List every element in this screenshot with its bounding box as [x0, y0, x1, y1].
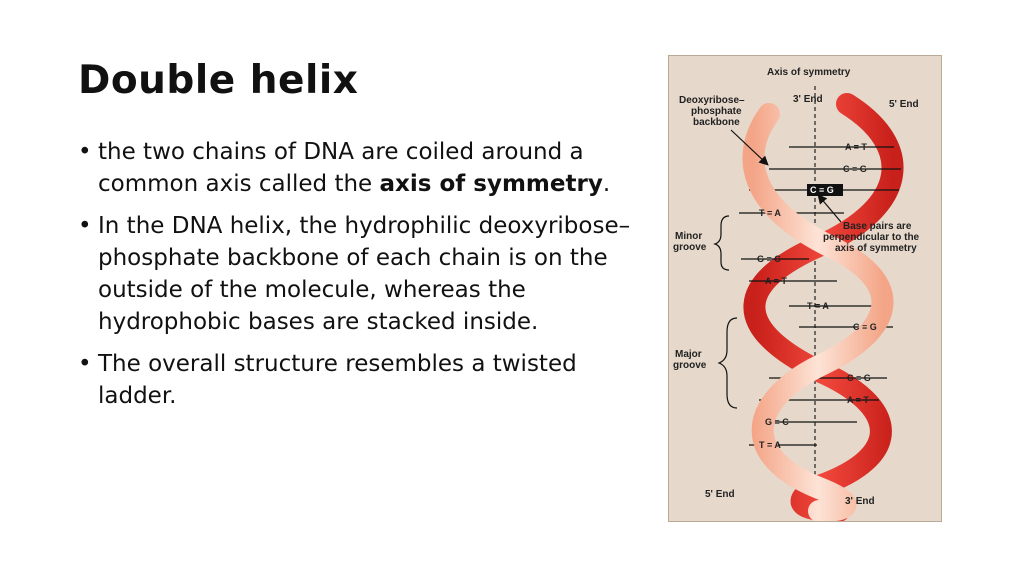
base-pair-label: G ≡ C	[757, 254, 781, 264]
minor-groove-brace	[713, 215, 730, 271]
major-groove-label-line2: groove	[673, 360, 707, 371]
major-groove-label-line1: Major	[675, 349, 702, 360]
base-pair-note-line2: perpendicular to the	[823, 232, 920, 243]
base-pair-label-highlight: C ≡ G	[810, 185, 834, 195]
base-pair-note-arrow	[817, 194, 842, 223]
base-pair-label: T = A	[759, 208, 781, 218]
axis-of-symmetry-label: Axis of symmetry	[767, 67, 851, 78]
minor-groove-label-line1: Minor	[675, 231, 702, 242]
backbone-arrow	[730, 129, 769, 166]
base-pair-label: G ≡ C	[765, 417, 789, 427]
base-pair-label: C ≡ G	[843, 164, 867, 174]
base-pair-label: A = T	[765, 276, 787, 286]
bullet-item: In the DNA helix, the hydrophilic deoxyr…	[78, 210, 638, 338]
bullet-list: the two chains of DNA are coiled around …	[78, 136, 638, 422]
bullet-text-end: .	[602, 171, 611, 197]
top-3-end-label: 3' End	[793, 94, 823, 105]
major-groove-brace	[717, 317, 738, 409]
bullet-text: the two chains of DNA are coiled around …	[98, 139, 584, 197]
base-pair-note-line3: axis of symmetry	[835, 243, 917, 254]
slide-title: Double helix	[78, 58, 359, 103]
base-pair-label: A = T	[845, 142, 867, 152]
base-pair-label: C ≡ G	[853, 322, 877, 332]
dna-helix-diagram: A = T C ≡ G C ≡ G T = A G ≡ C A = T T = …	[673, 67, 920, 521]
minor-groove-label-line2: groove	[673, 242, 707, 253]
base-pair-label: T = A	[759, 440, 781, 450]
base-pair-label: A = T	[847, 395, 869, 405]
strand-light	[742, 103, 894, 521]
bullet-item: the two chains of DNA are coiled around …	[78, 136, 638, 200]
backbone-label-line3: backbone	[693, 117, 740, 128]
bullet-bold-term: axis of symmetry	[379, 171, 603, 197]
bullet-item: The overall structure resembles a twiste…	[78, 348, 638, 412]
base-pair-label: T = A	[807, 301, 829, 311]
backbone-label-line2: phosphate	[691, 106, 742, 117]
highlighted-base-pair-box	[807, 184, 843, 196]
base-pair-note-line1: Base pairs are	[843, 221, 912, 232]
bottom-3-end-label: 3' End	[845, 496, 875, 507]
dna-helix-figure: A = T C ≡ G C ≡ G T = A G ≡ C A = T T = …	[668, 55, 942, 522]
backbone-label-line1: Deoxyribose–	[679, 95, 745, 106]
base-pair-label: C ≡ G	[847, 373, 871, 383]
top-5-end-label: 5' End	[889, 99, 919, 110]
bottom-5-end-label: 5' End	[705, 489, 735, 500]
